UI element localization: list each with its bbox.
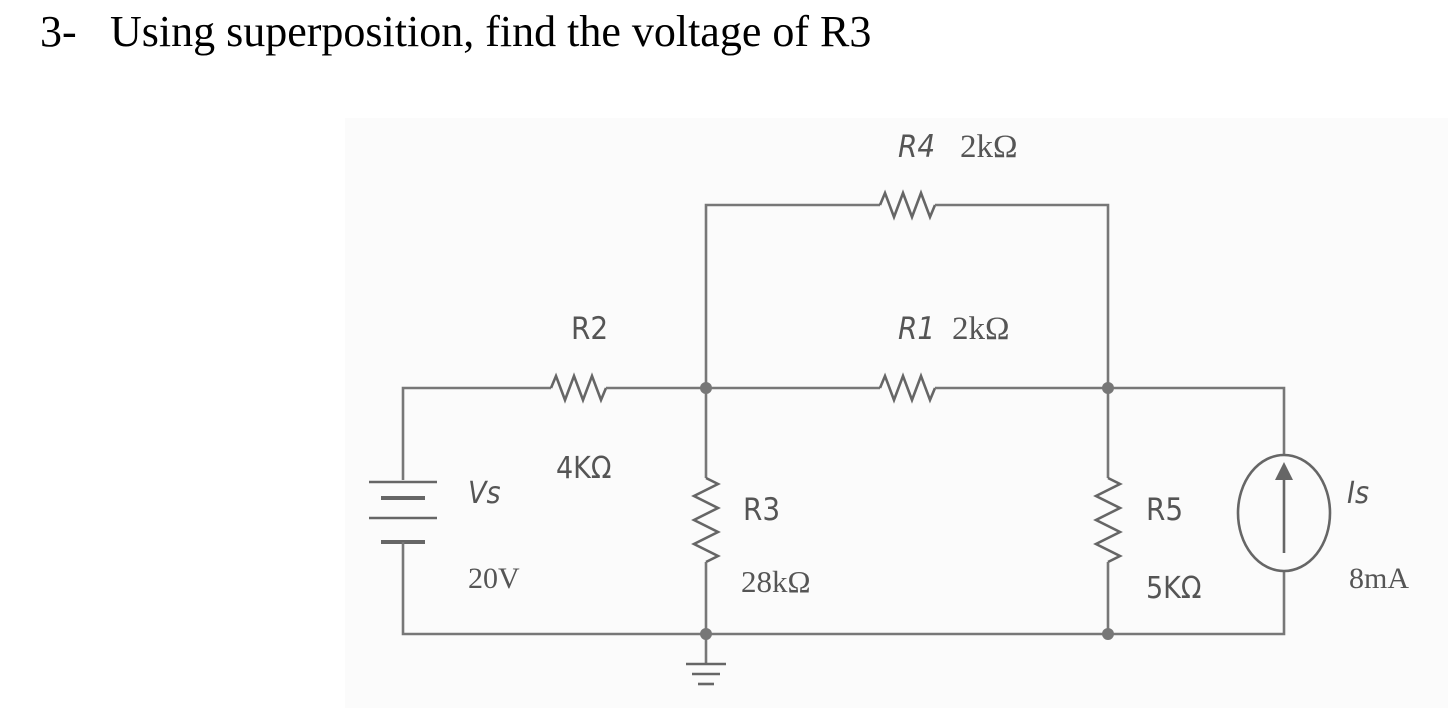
resistor-r4 — [878, 189, 937, 221]
is-value-label: 8mA — [1349, 562, 1409, 595]
r5-name-label: R5 — [1146, 492, 1183, 528]
node-r1-r5 — [1102, 382, 1114, 394]
wire-vs-top — [401, 386, 551, 480]
r3-name-label: R3 — [743, 492, 780, 528]
resistor-r2 — [549, 372, 608, 404]
resistor-r1 — [878, 372, 937, 404]
node-r5-bottom — [1102, 628, 1114, 640]
r4-value-label: 2kΩ — [960, 129, 1018, 165]
r2-name-label: R2 — [571, 311, 608, 347]
r4-name-label: R4 — [898, 129, 935, 165]
resistor-r5 — [1093, 476, 1123, 564]
r1-value-label: 2kΩ — [952, 311, 1010, 347]
node-r2-r3 — [700, 382, 712, 394]
vs-value-label: 20V — [468, 562, 520, 595]
question-number: 3- — [40, 7, 77, 56]
vs-name-label: Vs — [468, 476, 501, 511]
r2-value-label: 4KΩ — [556, 451, 612, 486]
current-arrow-head-icon — [1275, 462, 1293, 480]
resistor-r3 — [691, 476, 721, 564]
r3-value-label: 28kΩ — [741, 564, 811, 599]
r5-value-label: 5KΩ — [1146, 571, 1202, 606]
is-name-label: Is — [1347, 476, 1369, 511]
circuit-panel — [345, 118, 1448, 708]
wire-vs-bottom — [401, 542, 1286, 636]
current-source-is — [1236, 453, 1332, 573]
wire-r4-left — [704, 203, 880, 388]
r1-name-label: R1 — [898, 311, 935, 347]
question-heading: 3- Using superposition, find the voltage … — [40, 6, 871, 57]
question-text: Using superposition, find the voltage of… — [110, 7, 872, 56]
wire-r1-is — [935, 386, 1286, 455]
node-ground — [700, 628, 712, 640]
wire-r4-right — [935, 203, 1110, 388]
